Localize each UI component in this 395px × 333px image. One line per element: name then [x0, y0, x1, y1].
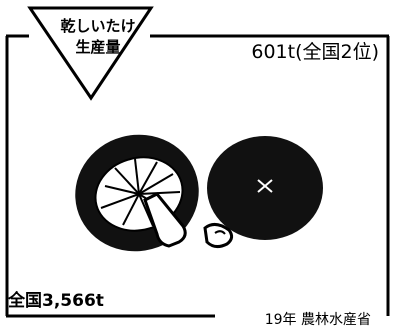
left-stem	[143, 192, 187, 248]
national-total: 全国3,566t	[8, 291, 104, 311]
dried-shiitake-mushroom-icon	[75, 134, 323, 252]
source-note: 19年 農林水産省	[264, 312, 371, 328]
title-badge-triangle	[27, 6, 154, 101]
gill-lines	[100, 158, 181, 227]
production-value: 601t(全国2位)	[251, 41, 379, 63]
right-stem	[203, 223, 234, 249]
right-cap	[207, 136, 323, 240]
badge-title-line2: 生産量	[75, 38, 121, 56]
right-stem-tip	[214, 230, 226, 235]
cap-cross-mark	[257, 179, 273, 193]
badge-title-line1: 乾しいたけ	[60, 17, 136, 35]
